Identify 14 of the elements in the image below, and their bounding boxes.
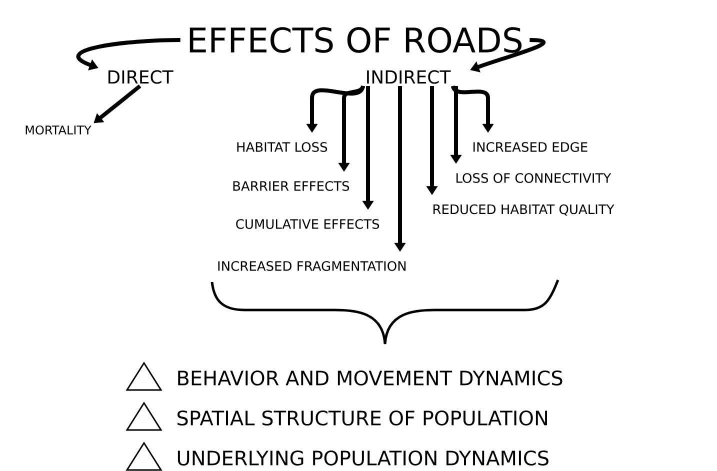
effect-label: SPATIAL STRUCTURE OF POPULATION — [178, 410, 547, 426]
effect-label: INCREASED FRAGMENTATION — [218, 261, 406, 271]
effect-label: MORTALITY — [26, 125, 92, 135]
effect-label: DIRECT — [108, 70, 174, 84]
effect-label: REDUCED HABITAT QUALITY — [433, 204, 614, 216]
effect-label: LOSS OF CONNECTIVITY — [456, 173, 612, 183]
effect-label: UNDERLYING POPULATION DYNAMICS — [178, 450, 548, 466]
heading: EFFECTS OF ROADS — [190, 27, 522, 53]
effect-label: BEHAVIOR AND MOVEMENT DYNAMICS — [178, 370, 562, 386]
effect-label: BARRIER EFFECTS — [233, 181, 350, 191]
effect-label: CUMULATIVE EFFECTS — [236, 219, 380, 229]
effect-label: INDIRECT — [367, 70, 451, 84]
effect-label: HABITAT LOSS — [237, 142, 328, 152]
effect-label: INCREASED EDGE — [473, 142, 588, 152]
